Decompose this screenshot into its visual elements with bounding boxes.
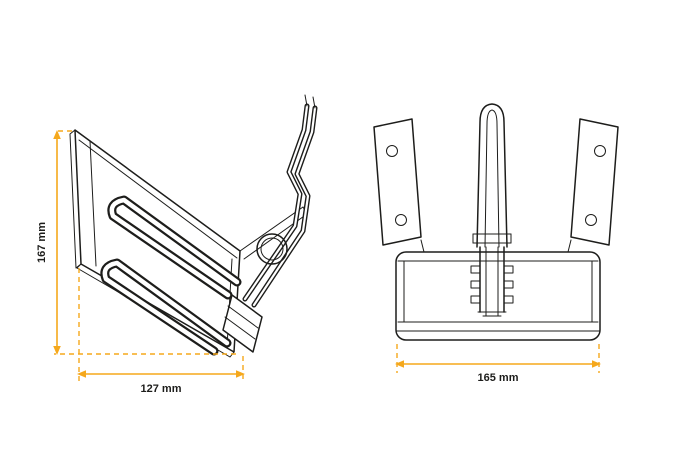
center-handle-inner-line [484,109,500,248]
support-arm-edge-1 [239,206,304,252]
plate-top-fold-line [78,139,238,259]
front-view-drawing [373,103,619,341]
terminal-wire-1-inner [243,104,309,301]
center-handle-outline [476,103,508,248]
arrowhead-left [77,370,86,378]
terminal-pin-2 [312,96,316,109]
arrowhead-right [236,370,245,378]
hook-tab-left-3 [470,295,481,304]
arrowhead-down [53,346,61,355]
terminal-block-layer-line-2 [224,316,256,340]
plate-flange-line [89,140,97,267]
mounting-hole [395,214,407,226]
heating-element-tube-2-inner [102,260,230,354]
terminal-block-layer-line-1 [227,305,259,329]
hook-tab-left-2 [470,280,481,289]
arrowhead-up [53,130,61,139]
dimension-depth: 127 mm [77,268,245,395]
left-bracket-plate [373,118,422,246]
mounting-hole [594,145,606,157]
dimension-label-depth: 127 mm [141,383,182,395]
heating-element-tube-1 [107,195,242,300]
right-bracket-plate [570,118,619,246]
hook-tab-left-1 [470,265,481,274]
hook-tab-right-3 [503,295,514,304]
arrowhead-left [395,360,404,368]
heating-element-tube-1-inner [109,197,240,298]
terminal-wire-2-inner [252,106,317,307]
mounting-hole [585,214,597,226]
terminal-pin-1 [304,94,308,107]
hook-tab-right-2 [503,280,514,289]
side-view-drawing [69,94,318,358]
dimension-label-height: 167 mm [36,222,48,263]
arrowhead-right [592,360,601,368]
left-wing-connector [420,239,425,253]
right-wing-connector [567,239,572,253]
dimension-label-width: 165 mm [478,372,519,384]
mounting-hole [386,145,398,157]
dimension-height: 167 mm [36,130,236,355]
hook-tab-right-1 [503,265,514,274]
mounting-ring-inner [260,237,284,261]
mounting-ring-outer [256,233,288,265]
dimension-width: 165 mm [395,344,601,384]
